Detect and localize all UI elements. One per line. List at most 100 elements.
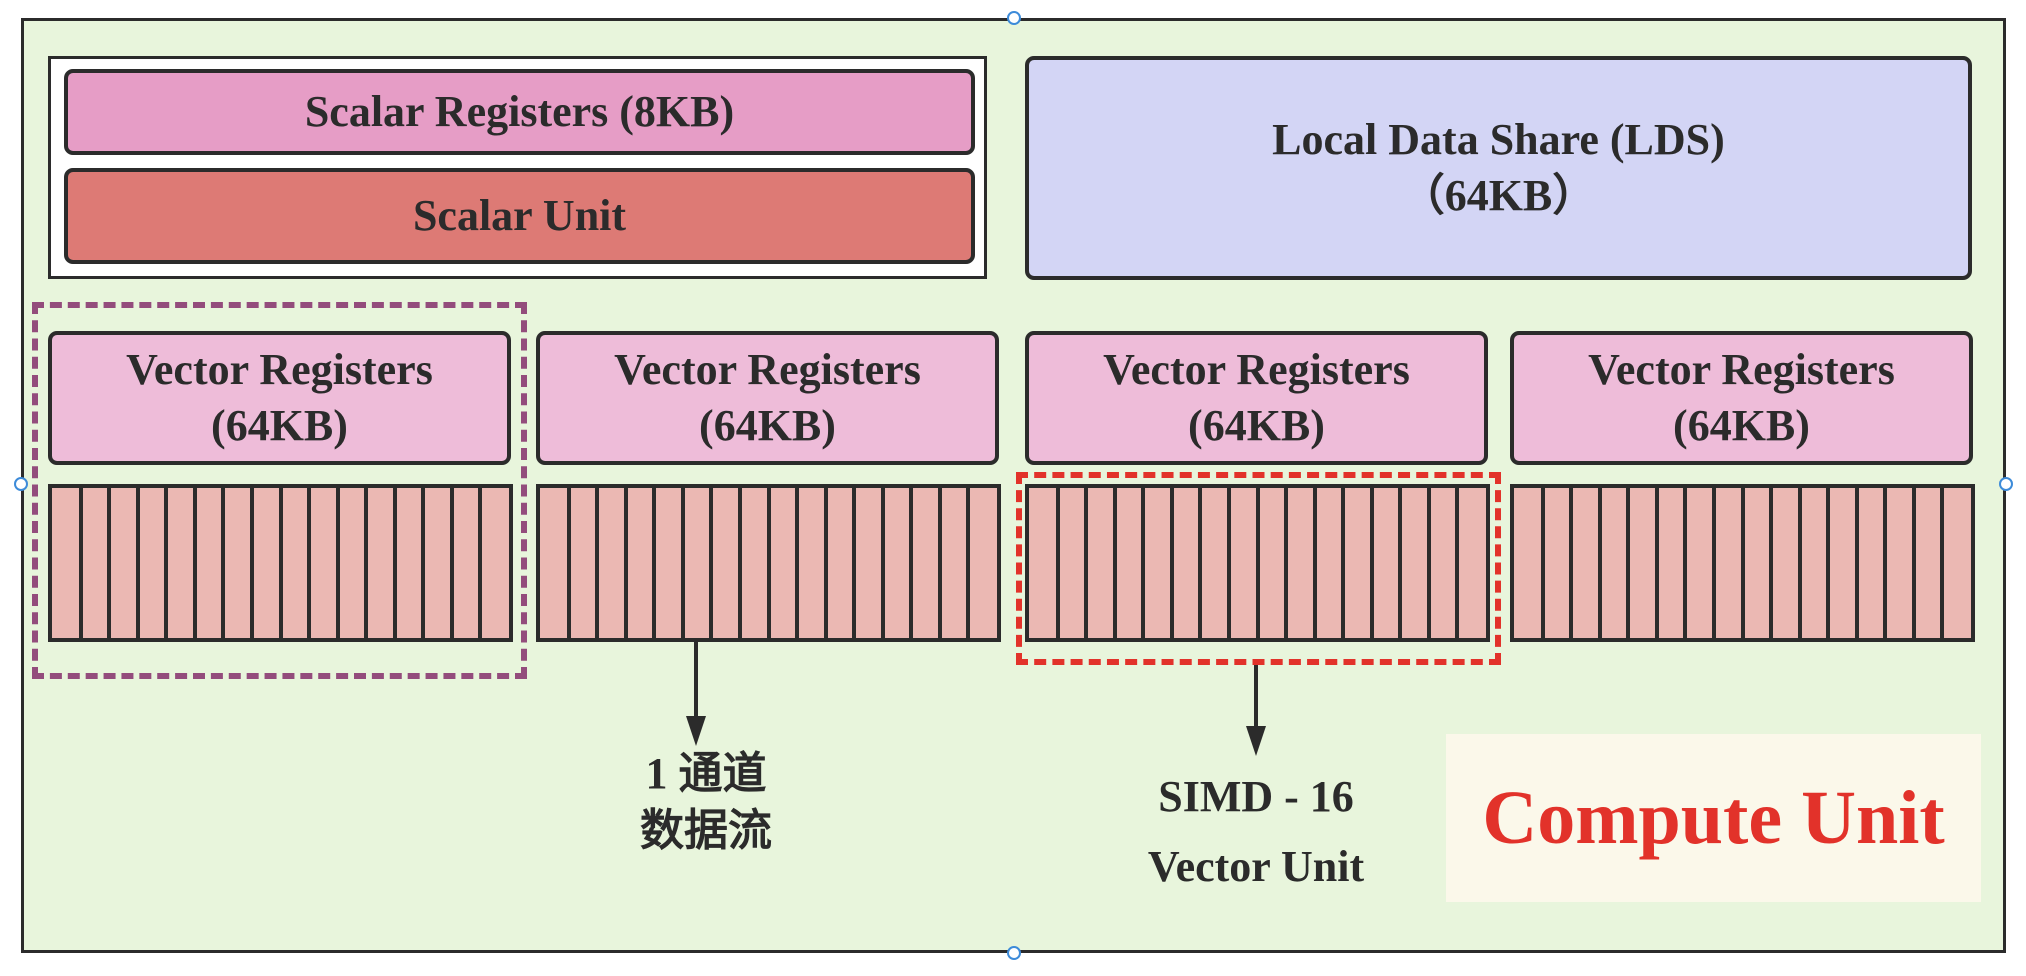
- simd-lane-divider: [1683, 488, 1688, 638]
- simd-lane-divider: [595, 488, 600, 638]
- vector-registers-box-2: Vector Registers (64KB): [536, 331, 999, 465]
- simd-label-line1: SIMD - 16: [1158, 772, 1354, 821]
- lane-label-line1: 1 通道: [645, 749, 767, 798]
- vector-lane-highlight: [32, 302, 527, 679]
- simd-lane-divider: [1084, 488, 1089, 638]
- simd-lane-divider: [1312, 488, 1317, 638]
- simd-lane-divider: [335, 488, 340, 638]
- simd-lane-divider: [421, 488, 426, 638]
- simd-lane-divider: [1141, 488, 1146, 638]
- simd-lane-bank-1: [48, 484, 513, 642]
- vector-registers-label: Vector Registers: [1103, 344, 1410, 394]
- simd-lane-divider: [1112, 488, 1117, 638]
- simd-lane-divider: [766, 488, 771, 638]
- simd-lane-divider: [680, 488, 685, 638]
- simd-lane-divider: [1369, 488, 1374, 638]
- simd-lane-divider: [1426, 488, 1431, 638]
- simd-lane-divider: [1341, 488, 1346, 638]
- simd-lane-divider: [709, 488, 714, 638]
- simd-lane-divider: [937, 488, 942, 638]
- scalar-registers-box: Scalar Registers (8KB): [64, 69, 975, 155]
- simd-lane-divider: [1940, 488, 1945, 638]
- scalar-unit-label: Scalar Unit: [412, 190, 627, 240]
- simd-lane-divider: [909, 488, 914, 638]
- simd-lane-divider: [880, 488, 885, 638]
- arrow-to-simd-label: [1246, 665, 1266, 756]
- simd-lane-divider: [364, 488, 369, 638]
- simd-lane-divider: [852, 488, 857, 638]
- local-data-share-box: Local Data Share (LDS) （64KB）: [1025, 56, 1972, 280]
- simd-highlight: [1016, 472, 1501, 665]
- simd-lane-divider: [1569, 488, 1574, 638]
- vector-registers-box-3: Vector Registers (64KB): [1025, 331, 1488, 465]
- scalar-unit-box: Scalar Unit: [64, 168, 975, 264]
- vector-registers-label: Vector Registers: [126, 344, 433, 394]
- simd-lane-divider: [652, 488, 657, 638]
- simd-lane-divider: [1654, 488, 1659, 638]
- simd-lane-divider: [78, 488, 83, 638]
- simd-lane-divider: [1826, 488, 1831, 638]
- simd-lane-divider: [1284, 488, 1289, 638]
- simd-lane-divider: [566, 488, 571, 638]
- simd-lane-bank-3: [1025, 484, 1490, 642]
- simd-lane-divider: [1740, 488, 1745, 638]
- simd-lane-divider: [1597, 488, 1602, 638]
- lds-label-line1: Local Data Share (LDS): [1272, 114, 1725, 164]
- simd-lane-divider: [307, 488, 312, 638]
- simd-lane-divider: [823, 488, 828, 638]
- simd-lane-divider: [135, 488, 140, 638]
- lane-label: 1 通道 数据流: [586, 745, 826, 859]
- simd-lane-divider: [107, 488, 112, 638]
- resize-handle-bottom[interactable]: [1007, 946, 1021, 960]
- simd-lane-divider: [623, 488, 628, 638]
- vector-registers-box-4: Vector Registers (64KB): [1510, 331, 1973, 465]
- simd-lane-divider: [478, 488, 483, 638]
- vector-registers-size: (64KB): [1188, 401, 1325, 450]
- resize-handle-left[interactable]: [14, 477, 28, 491]
- vector-registers-label: Vector Registers: [614, 344, 921, 394]
- simd-lane-divider: [1055, 488, 1060, 638]
- simd-lane-divider: [1854, 488, 1859, 638]
- simd-lane-divider: [1455, 488, 1460, 638]
- simd-lane-divider: [1911, 488, 1916, 638]
- simd-label: SIMD - 16 Vector Unit: [1106, 762, 1406, 903]
- simd-lane-divider: [1769, 488, 1774, 638]
- vector-registers-box-1: Vector Registers (64KB): [48, 331, 511, 465]
- simd-lane-divider: [221, 488, 226, 638]
- lds-label-line2: （64KB）: [1400, 171, 1597, 220]
- simd-lane-divider: [1198, 488, 1203, 638]
- arrow-to-lane-label: [686, 642, 706, 746]
- simd-lane-divider: [164, 488, 169, 638]
- simd-lane-bank-2: [536, 484, 1001, 642]
- simd-lane-divider: [1398, 488, 1403, 638]
- simd-lane-divider: [1255, 488, 1260, 638]
- simd-lane-divider: [449, 488, 454, 638]
- resize-handle-right[interactable]: [1999, 477, 2013, 491]
- simd-lane-divider: [192, 488, 197, 638]
- simd-lane-divider: [1169, 488, 1174, 638]
- simd-lane-divider: [278, 488, 283, 638]
- simd-lane-divider: [795, 488, 800, 638]
- simd-lane-divider: [392, 488, 397, 638]
- title-background: Compute Unit: [1446, 734, 1981, 902]
- vector-registers-size: (64KB): [211, 401, 348, 450]
- simd-lane-divider: [737, 488, 742, 638]
- simd-label-line2: Vector Unit: [1147, 842, 1365, 892]
- simd-lane-divider: [1540, 488, 1545, 638]
- simd-lane-divider: [1711, 488, 1716, 638]
- vector-registers-label: Vector Registers: [1588, 344, 1895, 394]
- vector-registers-size: (64KB): [699, 401, 836, 450]
- vector-registers-size: (64KB): [1673, 401, 1810, 450]
- simd-lane-divider: [966, 488, 971, 638]
- resize-handle-top[interactable]: [1007, 11, 1021, 25]
- scalar-registers-label: Scalar Registers (8KB): [304, 86, 735, 136]
- simd-lane-divider: [1626, 488, 1631, 638]
- lane-label-line2: 数据流: [640, 806, 772, 856]
- diagram-title: Compute Unit: [1482, 775, 1945, 860]
- simd-lane-bank-4: [1510, 484, 1975, 642]
- simd-lane-divider: [1226, 488, 1231, 638]
- simd-lane-divider: [249, 488, 254, 638]
- simd-lane-divider: [1883, 488, 1888, 638]
- simd-lane-divider: [1797, 488, 1802, 638]
